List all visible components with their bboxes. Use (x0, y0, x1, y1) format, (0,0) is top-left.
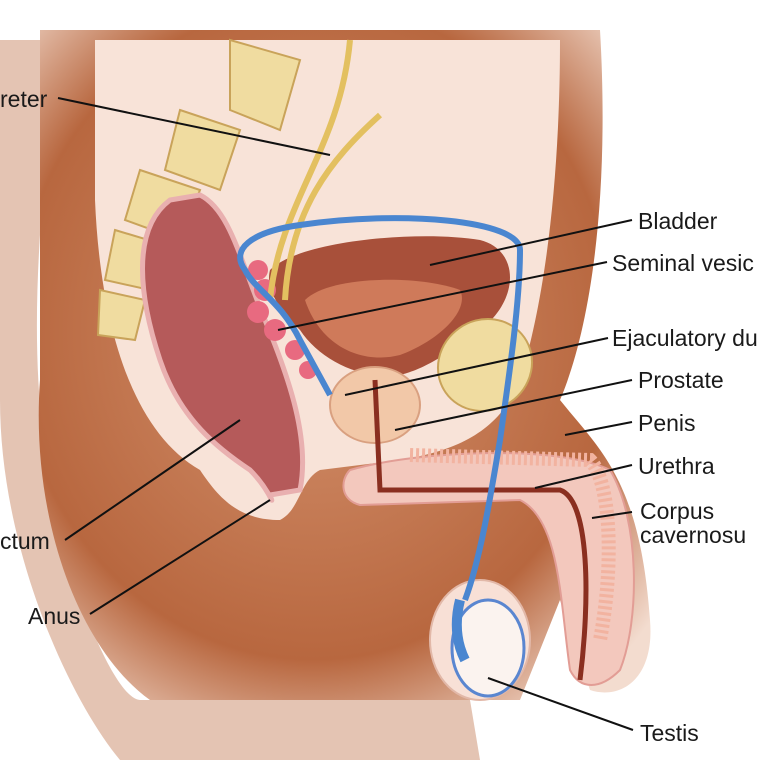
label-prostate: Prostate (638, 367, 724, 393)
label-bladder: Bladder (638, 208, 718, 234)
label-rectum: ctum (0, 528, 50, 554)
penis (342, 452, 635, 686)
label-corpus: Corpus (640, 498, 715, 524)
label-cavernosum: cavernosu (640, 522, 747, 548)
label-testis: Testis (640, 720, 699, 746)
corpus-cavernosum (409, 448, 616, 642)
epididymis (451, 598, 470, 663)
testis (450, 598, 526, 698)
ureter (267, 39, 353, 301)
rectum (140, 192, 306, 503)
label-penis: Penis (638, 410, 696, 436)
label-ejaculatory-duct: Ejaculatory du (612, 325, 758, 351)
label-ureter: reter (0, 86, 48, 112)
label-anus: Anus (28, 603, 81, 629)
vas-deferens (237, 215, 524, 602)
label-seminal-vesicle: Seminal vesic (612, 250, 754, 276)
label-urethra: Urethra (638, 453, 715, 479)
leader-lines (57, 97, 634, 731)
ureter-2 (282, 112, 383, 301)
urethra (372, 379, 589, 681)
